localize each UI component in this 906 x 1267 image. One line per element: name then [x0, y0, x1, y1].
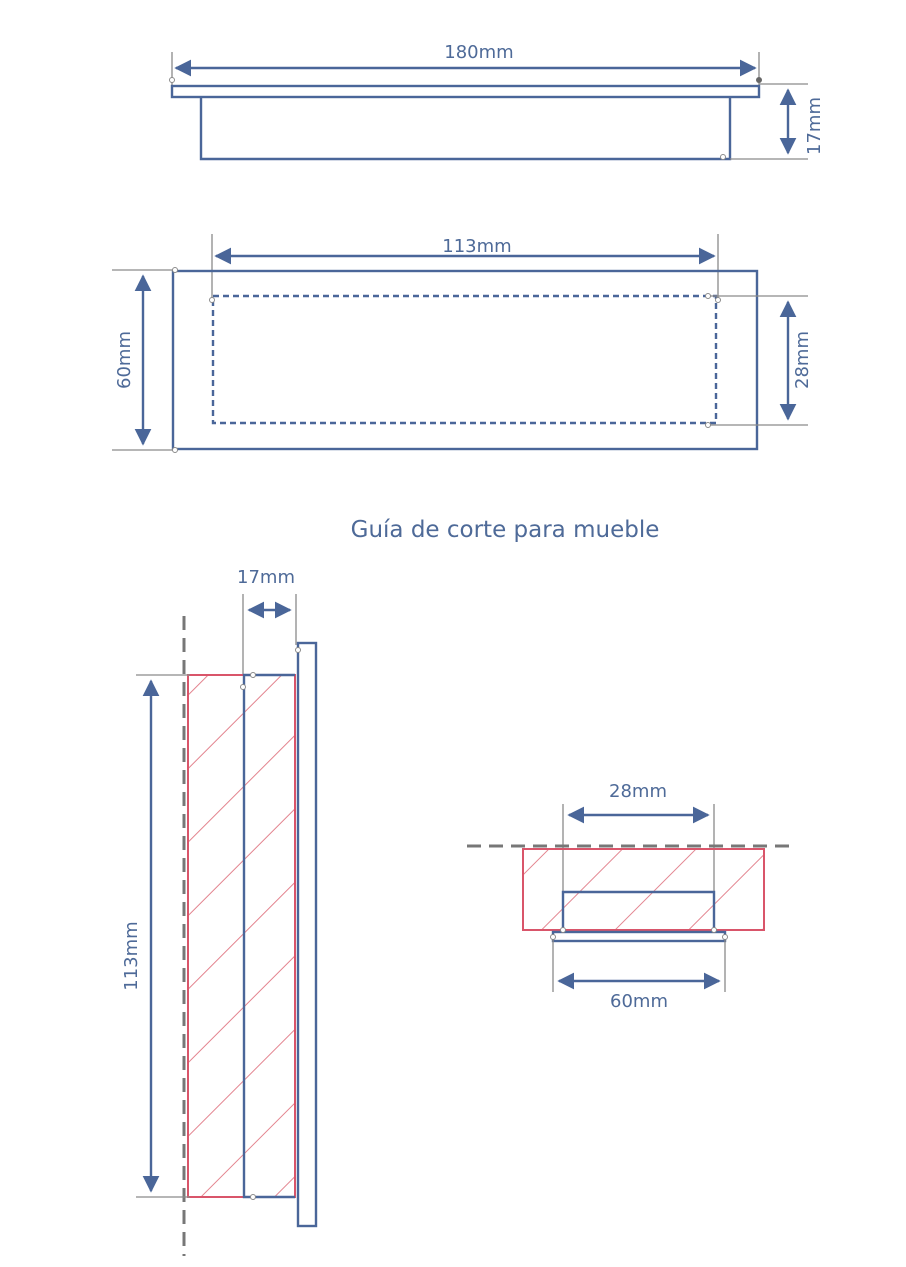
cut-guide-title: Guía de corte para mueble	[351, 517, 660, 543]
section-inner-label: 28mm	[609, 781, 667, 802]
section-cut-view: 28mm 60mm	[467, 781, 793, 1012]
handle-body	[199, 97, 732, 161]
side-cut-view: 17mm 113mm	[121, 567, 318, 1256]
side-length-label: 113mm	[121, 921, 142, 990]
front-view: 113mm 60mm 28mm	[112, 234, 813, 453]
handle-flange-section	[296, 641, 318, 1228]
front-inner-height-label: 28mm	[792, 331, 813, 389]
handle-flange-section	[551, 930, 727, 943]
handle-flange	[170, 84, 761, 99]
section-outer-label: 60mm	[610, 991, 668, 1012]
handle-outline	[171, 269, 759, 451]
side-depth-label: 17mm	[237, 567, 295, 588]
cut-area-outline	[187, 674, 296, 1198]
top-view: 180mm 17mm	[169, 42, 825, 161]
recess-outline	[211, 294, 718, 425]
front-height-label: 60mm	[114, 331, 135, 389]
handle-body-section	[561, 890, 716, 930]
front-inner-width-label: 113mm	[442, 236, 511, 257]
top-height-label: 17mm	[804, 97, 825, 155]
handle-body-section	[242, 673, 295, 1199]
cut-area-hatch	[188, 675, 295, 1197]
cut-area-outline	[522, 848, 765, 931]
cut-area-hatch	[523, 849, 764, 930]
top-width-label: 180mm	[444, 42, 513, 63]
